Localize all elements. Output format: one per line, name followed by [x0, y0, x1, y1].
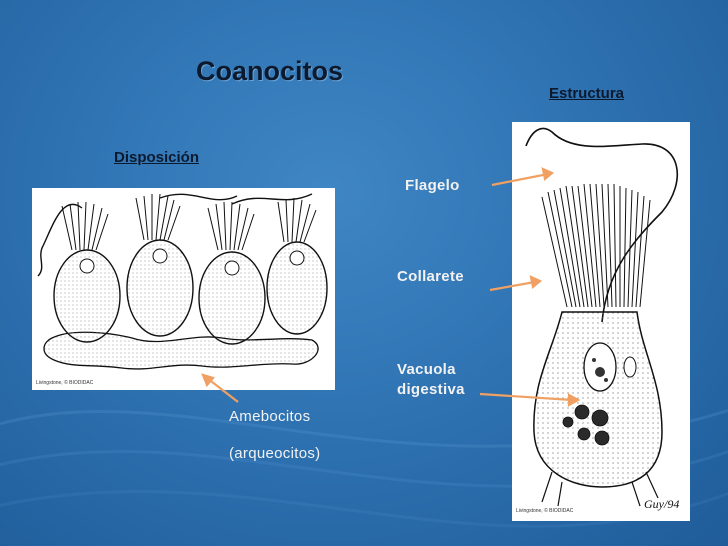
label-vacuola-line1: Vacuola: [397, 361, 456, 378]
section-label-disposicion: Disposición: [114, 149, 200, 166]
label-flagelo: Flagelo: [405, 177, 460, 194]
choanocyte-structure-image: Livingstone, © BIODIDAC Guy/94: [512, 122, 690, 521]
label-amebocitos-line1: Amebocitos: [229, 408, 311, 425]
author-signature: Guy/94: [644, 497, 679, 511]
left-image-credit: Livingstone, © BIODIDAC: [36, 379, 94, 386]
label-collarete: Collarete: [397, 268, 464, 285]
section-label-estructura: Estructura: [549, 85, 625, 102]
choanocyte-arrangement-image: Livingstone, © BIODIDAC: [32, 188, 335, 390]
slide-title: Coanocitos: [196, 56, 344, 86]
right-image-credit: Livingstone, © BIODIDAC: [516, 507, 574, 514]
label-vacuola-line2: digestiva: [397, 381, 465, 398]
label-amebocitos-line2: (arqueocitos): [229, 445, 321, 462]
